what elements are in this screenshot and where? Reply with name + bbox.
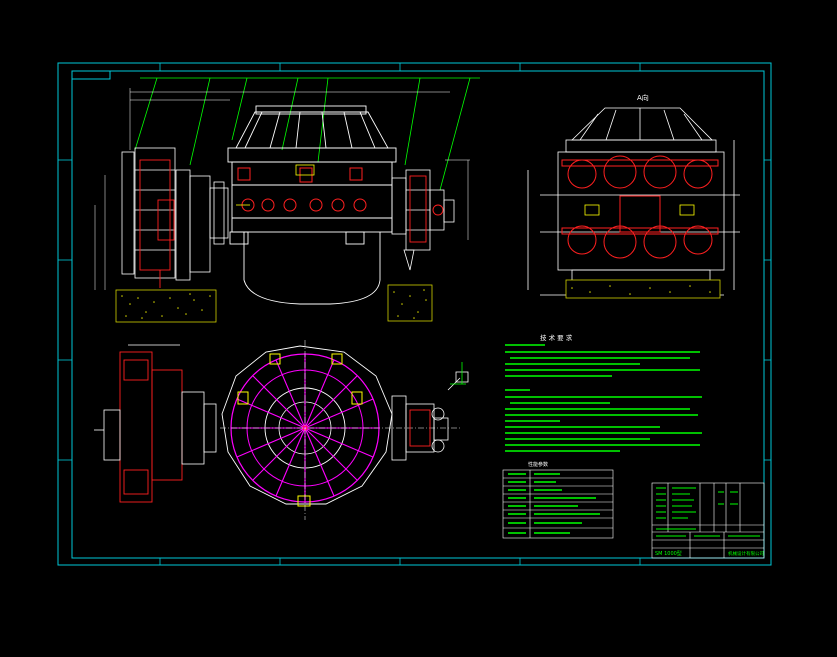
side-view-yellow-details xyxy=(584,204,695,216)
drawing-frame xyxy=(57,62,772,566)
requirement-text-lines xyxy=(505,344,702,452)
drawing-name: SM 1000型 xyxy=(655,550,682,557)
technical-requirements: 技 术 要 求 性能参数 xyxy=(502,333,702,539)
plan-left-drive-frame xyxy=(94,344,217,465)
parameters-table-text xyxy=(508,473,600,534)
side-view-base xyxy=(565,279,721,299)
plan-view xyxy=(94,340,469,520)
plan-right-drive-red xyxy=(409,409,431,447)
table-title: 性能参数 xyxy=(528,461,548,468)
left-drive-red-outline xyxy=(139,159,175,288)
title-block: SM 1000型 机械设计有限公司 xyxy=(651,482,765,559)
front-elevation-view xyxy=(94,77,480,323)
company-name: 机械设计有限公司 xyxy=(728,550,764,557)
view-label: A向 xyxy=(637,93,649,102)
coupling xyxy=(209,181,229,245)
section-title: 技 术 要 求 xyxy=(540,333,573,342)
parameters-table xyxy=(502,469,614,539)
foundations xyxy=(115,284,433,323)
plan-leader xyxy=(450,362,466,385)
right-drive-red-outline xyxy=(409,175,444,243)
crusher-main-body xyxy=(227,105,397,305)
dimension-lines xyxy=(94,88,470,290)
side-view-red-cylinders xyxy=(561,155,719,259)
plan-centerlines xyxy=(220,340,460,520)
body-yellow-details xyxy=(236,164,315,206)
side-elevation-view: A向 xyxy=(527,93,740,299)
